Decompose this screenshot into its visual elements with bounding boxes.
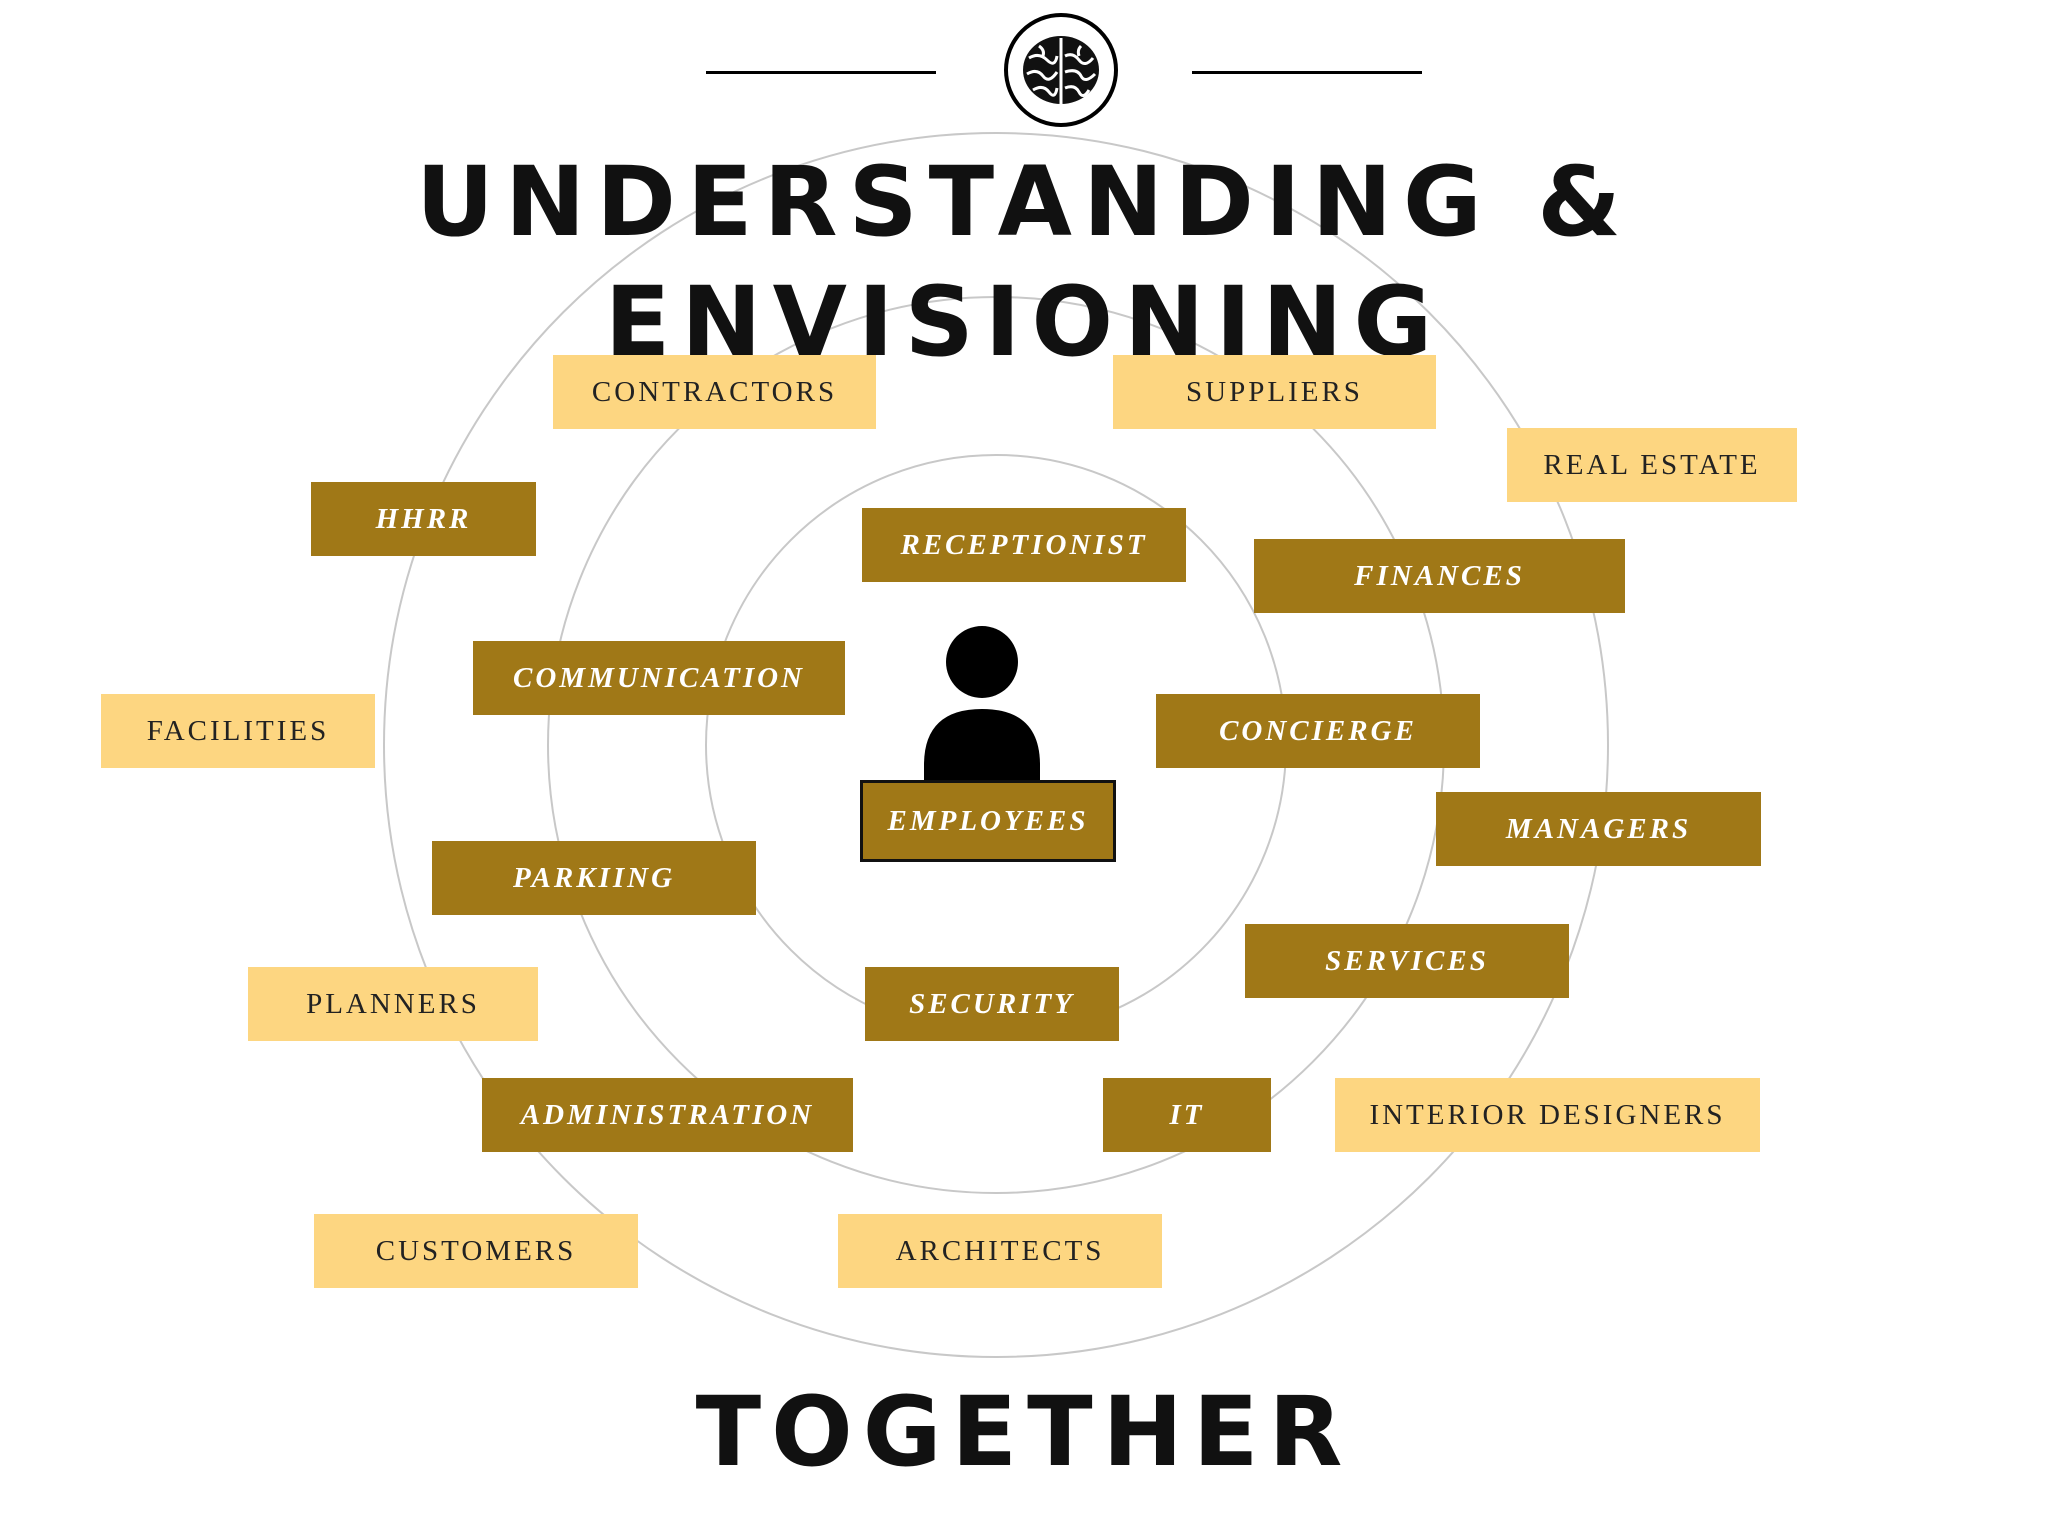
label-parking: PARKIING xyxy=(432,841,756,915)
label-communication: COMMUNICATION xyxy=(473,641,845,715)
label-architects: ARCHITECTS xyxy=(838,1214,1162,1288)
label-administration: ADMINISTRATION xyxy=(482,1078,853,1152)
diagram-title: UNDERSTANDING & ENVISIONING xyxy=(416,146,1632,378)
label-hhrr: HHRR xyxy=(311,482,536,556)
person-icon xyxy=(924,626,1040,785)
label-real-estate: REAL ESTATE xyxy=(1507,428,1797,502)
label-concierge: CONCIERGE xyxy=(1156,694,1480,768)
label-suppliers: SUPPLIERS xyxy=(1113,355,1436,429)
header-rule-right xyxy=(1192,71,1422,74)
label-customers: CUSTOMERS xyxy=(314,1214,638,1288)
label-planners: PLANNERS xyxy=(248,967,538,1041)
label-facilities: FACILITIES xyxy=(101,694,375,768)
diagram-footer: TOGETHER xyxy=(695,1376,1353,1488)
label-interior-designers: INTERIOR DESIGNERS xyxy=(1335,1078,1760,1152)
label-security: SECURITY xyxy=(865,967,1119,1041)
label-receptionist: RECEPTIONIST xyxy=(862,508,1186,582)
brain-icon xyxy=(1004,13,1118,127)
label-contractors: CONTRACTORS xyxy=(553,355,876,429)
label-employees: EMPLOYEES xyxy=(860,780,1116,862)
outer-ring xyxy=(383,132,1609,1358)
header-rule-left xyxy=(706,71,936,74)
label-managers: MANAGERS xyxy=(1436,792,1761,866)
label-services: SERVICES xyxy=(1245,924,1569,998)
label-it: IT xyxy=(1103,1078,1271,1152)
label-finances: FINANCES xyxy=(1254,539,1625,613)
